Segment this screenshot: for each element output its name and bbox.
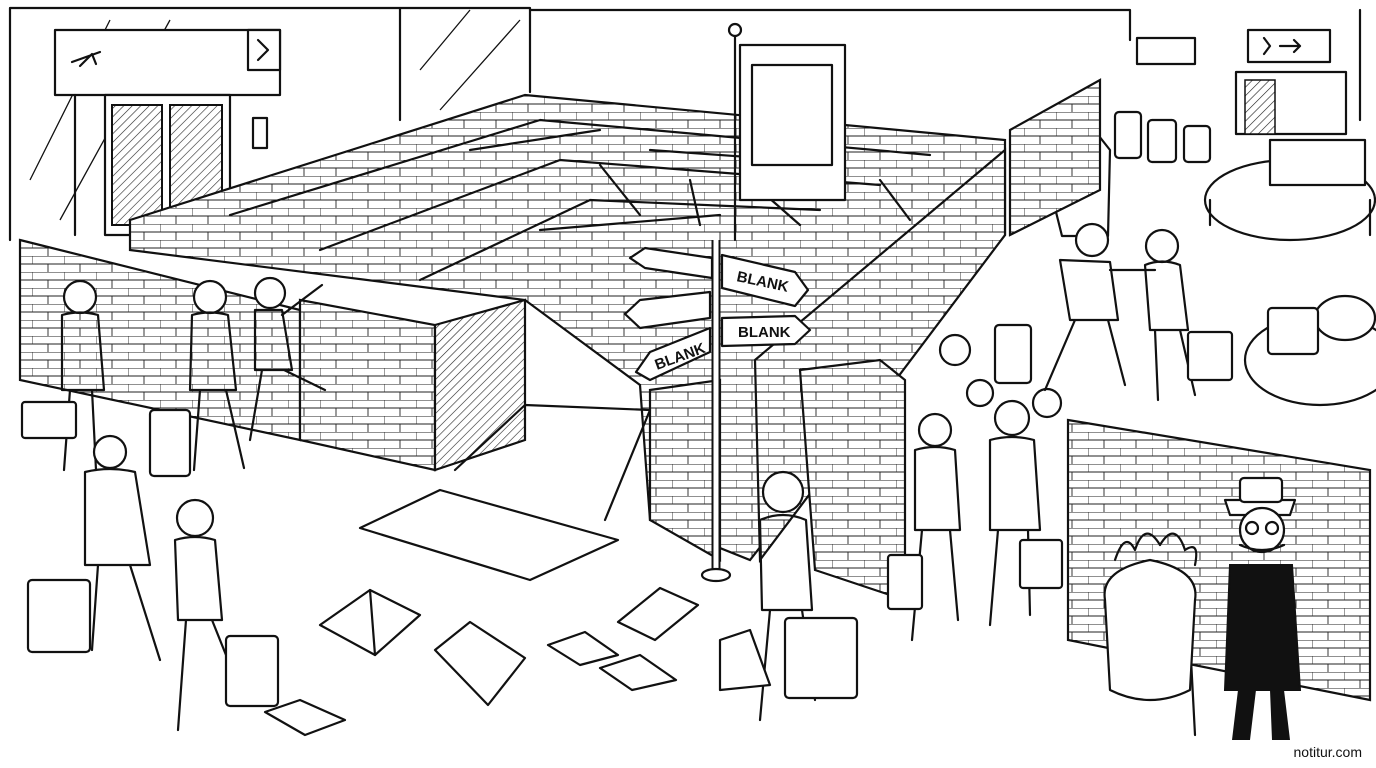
exit-area xyxy=(1135,28,1348,136)
signpost-sign-2-label: BLANK xyxy=(738,324,791,341)
stacked-suitcases xyxy=(1113,110,1212,164)
travelers-left xyxy=(20,276,327,732)
signpost-sign-3 xyxy=(634,326,712,382)
airplane-icon xyxy=(70,50,102,68)
gentleman-with-cane xyxy=(1103,476,1302,740)
signpost-sign-1 xyxy=(720,253,810,308)
terminal-background xyxy=(8,6,1362,242)
credit-text: notitur.com xyxy=(1293,744,1362,760)
baggage-carousel xyxy=(1203,138,1376,407)
scattered-books xyxy=(263,586,700,737)
carousel-suitcase xyxy=(1266,306,1320,356)
signpost-sign-2 xyxy=(720,314,812,348)
exit-sign-icon xyxy=(1262,36,1302,56)
entrance-mat xyxy=(358,403,652,582)
signpost: BLANK BLANK BLANK xyxy=(623,240,812,583)
travelers-center xyxy=(718,470,859,722)
travelers-right xyxy=(886,222,1234,642)
blank-billboard xyxy=(727,22,847,242)
